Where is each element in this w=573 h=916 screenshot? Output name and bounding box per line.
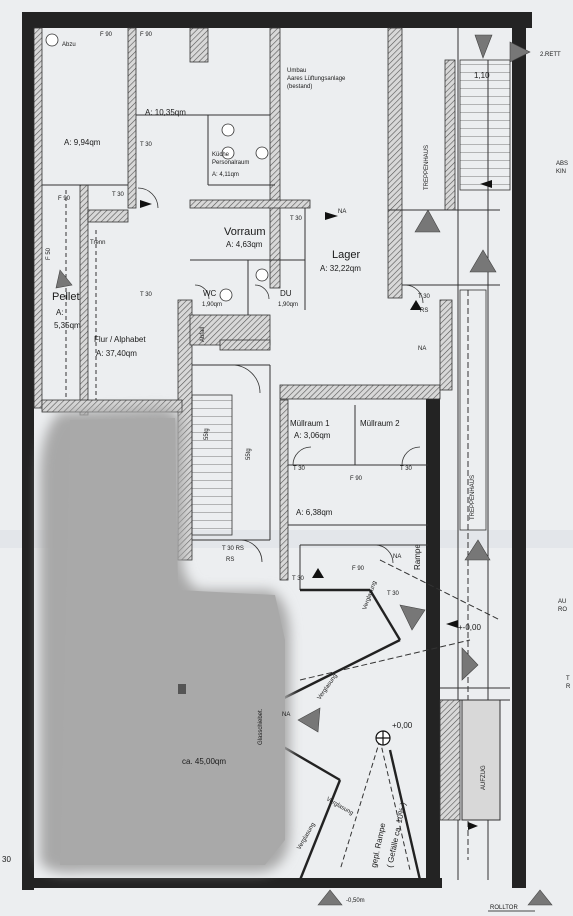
level-zero-label: +0,00 (392, 721, 413, 730)
muell1-name: Müllraum 1 (290, 419, 330, 428)
tag-t30-8: T 30 (140, 292, 153, 298)
muell-total-area: A: 6,38qm (296, 508, 333, 517)
tag-f90-2: F 90 (140, 32, 153, 38)
tag-t30-6: T 30 (292, 576, 305, 582)
stair-top-right (459, 59, 511, 191)
tag-t30-7: T 30 (387, 591, 400, 597)
black-arrows (140, 180, 492, 830)
tag-rs-2: RS (226, 557, 234, 563)
pellet-area-label: A: (56, 308, 64, 317)
t-label: T (566, 676, 570, 682)
lager-name: Lager (332, 249, 360, 261)
level-zero2-label: +-0,00 (458, 623, 481, 632)
big-room-area: ca. 45,00qm (182, 757, 226, 766)
du-name: DU (280, 289, 292, 298)
width-dimension: 1,10 (474, 71, 490, 80)
ramp-dash-lines (339, 739, 411, 871)
umbau-label: Umbau (287, 68, 306, 74)
tag-t30-4: T 30 (293, 466, 306, 472)
aufzug-label: AUFZUG (481, 765, 487, 790)
tag-na-3: NA (393, 554, 401, 560)
pellet-name: Pellet (52, 291, 80, 303)
kitchen-area: A: 4,11qm (212, 172, 239, 178)
ramp-lines (279, 588, 422, 881)
tag-t30rs-2: T 30 (418, 294, 431, 300)
au-label: AU (558, 599, 566, 605)
tag-na-1: NA (338, 209, 346, 215)
tag-t30-3: T 30 (290, 216, 303, 222)
flur-name: Flur / Alphabet (94, 335, 146, 344)
redacted-area (40, 407, 290, 873)
wc-name: WC (203, 289, 217, 298)
treppenhaus-label: TREPPENHAUS (424, 145, 430, 190)
outer-walls (22, 12, 532, 890)
stair-left (191, 394, 233, 536)
kitchen-sub: Personalraum (212, 160, 249, 166)
num30-label: 30 (2, 855, 11, 864)
abs-label: ABS (556, 161, 568, 167)
vorraum-area: A: 4,63qm (226, 240, 263, 249)
muell1-area: A: 3,06qm (294, 431, 331, 440)
muell2-name: Müllraum 2 (360, 419, 400, 428)
stair-steps-label-2: 55tg (204, 428, 210, 440)
room2-area: A: 10,35qm (145, 108, 186, 117)
bestand-label: (bestand) (287, 84, 312, 90)
du-area: 1,90qm (278, 302, 298, 308)
elevator-car (461, 699, 501, 821)
tag-rs-1: RS (420, 308, 428, 314)
route-arrows (55, 34, 553, 906)
tag-t30rs-1: T 30 RS (222, 546, 244, 552)
abfall-label: Abfall (200, 327, 206, 342)
stair-steps-label: 55tg (246, 448, 252, 460)
stair-right-lower (459, 289, 487, 531)
level-minus-label: -0,50m (346, 898, 365, 904)
lueftung-label: Aares Lüftungsanlage (287, 76, 346, 82)
wc-area: 1,90qm (202, 302, 222, 308)
sanitary-fixtures (45, 33, 269, 302)
elevator-shaft (439, 699, 461, 821)
room1-area: A: 9,94qm (64, 138, 101, 147)
tag-t30-5: T 30 (400, 466, 413, 472)
lager-area: A: 32,22qm (320, 264, 361, 273)
tag-f90-5: F 90 (58, 196, 71, 202)
hatched-walls (33, 27, 456, 581)
ro2-label: R (566, 684, 571, 690)
tag-t30-2: T 30 (112, 192, 125, 198)
rolltor-label: ROLLTOR (490, 905, 518, 911)
pellet-area: 5,35qm (54, 321, 81, 330)
tag-f50-1: F 50 (46, 247, 52, 260)
abzu-label: Abzu (62, 42, 76, 48)
tag-t30-1: T 30 (140, 142, 153, 148)
tag-f90-4: F 90 (352, 566, 365, 572)
level-marker-cross (376, 731, 390, 745)
kin-label: KIN (556, 169, 566, 175)
rampe-label: Rampe (413, 544, 422, 570)
rettung-label: 2.RETT (540, 52, 561, 58)
ro-label: RO (558, 607, 567, 613)
kitchen-name: Küche (212, 152, 230, 158)
trenn-label: Trenn (90, 240, 105, 246)
vorraum-name: Vorraum (224, 226, 266, 238)
tag-f90-1: F 90 (100, 32, 113, 38)
tag-na-2: NA (418, 346, 426, 352)
treppenhaus-label-2: TREPPENHAUS (470, 475, 476, 520)
flur-area: A: 37,40qm (96, 349, 137, 358)
door-swings (137, 187, 424, 564)
glasschiebe-label: Glasschiebet. (258, 708, 264, 745)
tag-na-4: NA (282, 712, 290, 718)
tag-f90-3: F 90 (350, 476, 363, 482)
